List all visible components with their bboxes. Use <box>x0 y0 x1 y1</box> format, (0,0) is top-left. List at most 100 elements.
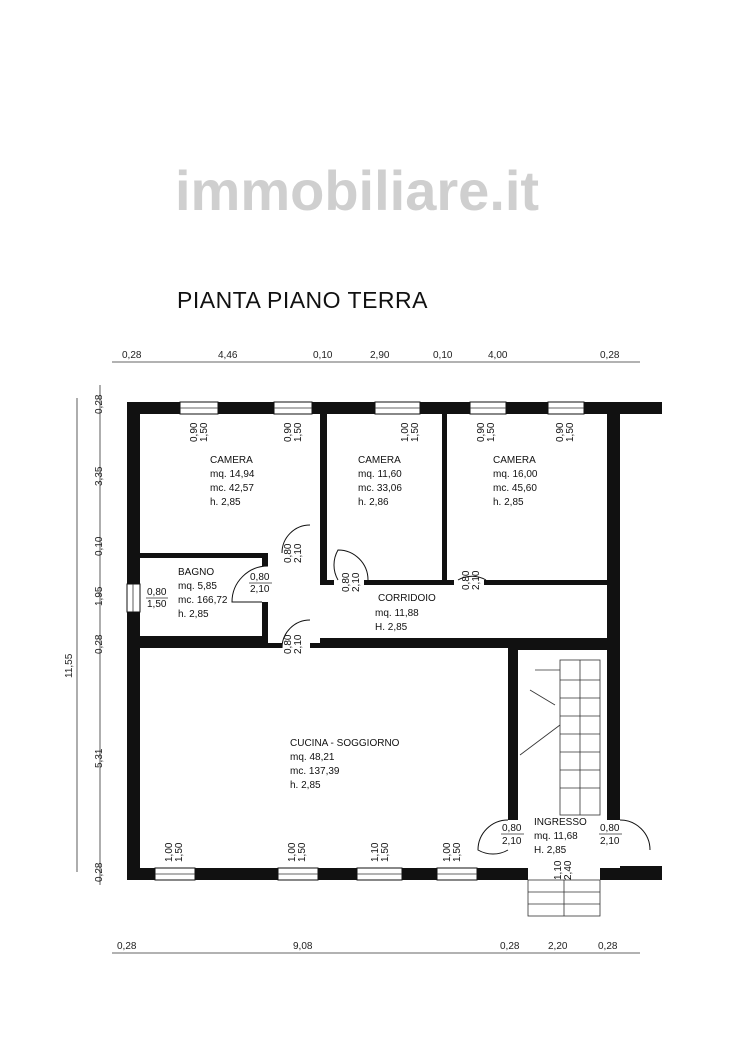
room-area: mq. 11,60 <box>358 469 402 480</box>
door-width: 0,80 <box>502 823 522 834</box>
dimension-label: 0,10 <box>313 350 333 361</box>
door-height: 2,10 <box>600 836 620 847</box>
stair-area <box>518 650 607 820</box>
watermark: immobiliare.it <box>175 159 539 222</box>
window-width: 0,80 <box>147 587 167 598</box>
room-bagno <box>140 558 262 636</box>
window-height: 1,50 <box>293 422 304 442</box>
room-name: CAMERA <box>493 455 536 466</box>
door-height: 2,10 <box>471 570 482 590</box>
room-cucina-soggiorno <box>140 648 508 868</box>
room-labels: CAMERA mq. 14,94 mc. 42,57 h. 2,85 CAMER… <box>178 455 587 856</box>
dimension-label: 0,28 <box>598 941 618 952</box>
door-width: 0,80 <box>461 570 472 590</box>
door-width: 0,80 <box>600 823 620 834</box>
window-height: 1,50 <box>565 422 576 442</box>
door-height: 2,10 <box>293 634 304 654</box>
window-height: 1,50 <box>297 842 308 862</box>
window-lines <box>132 407 584 875</box>
dimension-label: 3,35 <box>94 466 105 486</box>
staircase <box>519 659 601 917</box>
room-height: h. 2,85 <box>493 497 524 508</box>
room-camera-3 <box>447 414 607 580</box>
door-width: 0,80 <box>283 634 294 654</box>
room-camera-2 <box>327 414 442 580</box>
dimension-label: 5,31 <box>94 748 105 768</box>
dimension-label: 0,28 <box>600 350 620 361</box>
dimension-label: 0,28 <box>94 862 105 882</box>
window-height: 1,50 <box>174 842 185 862</box>
dimension-lines: 0,28 4,46 0,10 2,90 0,10 4,00 0,28 0,28 … <box>64 350 640 954</box>
room-name: CUCINA - SOGGIORNO <box>290 738 400 749</box>
window-height: 1,50 <box>452 842 463 862</box>
dimension-label: 0,28 <box>500 941 520 952</box>
room-volume: mc. 42,57 <box>210 483 254 494</box>
door-width: 0,80 <box>250 572 270 583</box>
dimension-label: 4,46 <box>218 350 238 361</box>
dimension-label: 0,10 <box>94 536 105 556</box>
dimension-label: 4,00 <box>488 350 508 361</box>
room-volume: mc. 137,39 <box>290 766 340 777</box>
window-height: 1,50 <box>486 422 497 442</box>
room-right <box>620 414 662 866</box>
room-ingresso <box>508 820 620 868</box>
door-height: 2,10 <box>502 836 522 847</box>
dimension-label: 1,95 <box>94 586 105 606</box>
room-height: H. 2,85 <box>375 622 408 633</box>
room-volume: mc. 33,06 <box>358 483 402 494</box>
room-name: CAMERA <box>210 455 253 466</box>
dimension-total: 11,55 <box>64 653 75 678</box>
room-area: mq. 14,94 <box>210 469 255 480</box>
room-height: h. 2,85 <box>290 780 321 791</box>
room-area: mq. 11,68 <box>534 831 578 842</box>
room-area: mq. 48,21 <box>290 752 335 763</box>
entrance-door-height: 2,40 <box>563 860 574 880</box>
door-height: 2,10 <box>351 572 362 592</box>
walls <box>126 401 662 881</box>
room-name: CAMERA <box>358 455 401 466</box>
window-height: 1,50 <box>199 422 210 442</box>
window-height: 1,50 <box>147 599 167 610</box>
window-width: 0,90 <box>189 422 200 442</box>
dimension-label: 2,20 <box>548 941 568 952</box>
door-width: 0,80 <box>341 572 352 592</box>
door-swings <box>231 524 651 855</box>
room-camera-1 <box>140 414 320 553</box>
window-width: 1,10 <box>370 842 381 862</box>
window-height: 1,50 <box>380 842 391 862</box>
room-name: CORRIDOIO <box>378 593 436 604</box>
dimension-label: 0,28 <box>117 941 137 952</box>
window-width: 0,90 <box>476 422 487 442</box>
room-area: mq. 5,85 <box>178 581 217 592</box>
room-height: h. 2,86 <box>358 497 389 508</box>
entrance-door-width: 1,10 <box>553 860 564 880</box>
door-height: 2,10 <box>293 543 304 563</box>
dimension-label: 0,28 <box>94 394 105 414</box>
dimension-label: 0,28 <box>94 634 105 654</box>
plan-title: PIANTA PIANO TERRA <box>177 287 428 313</box>
window-width: 1,00 <box>164 842 175 862</box>
room-volume: mc. 45,60 <box>493 483 537 494</box>
window-width: 0,90 <box>555 422 566 442</box>
window-width: 1,00 <box>287 842 298 862</box>
room-name: INGRESSO <box>534 817 587 828</box>
dimension-label: 2,90 <box>370 350 390 361</box>
dimension-label: 0,10 <box>433 350 453 361</box>
room-corridoio <box>268 585 607 638</box>
room-area: mq. 11,88 <box>375 608 419 619</box>
room-height: h. 2,85 <box>210 497 241 508</box>
door-height: 2,10 <box>250 584 270 595</box>
room-height: H. 2,85 <box>534 845 567 856</box>
room-volume: mc. 166,72 <box>178 595 228 606</box>
room-height: h. 2,85 <box>178 609 209 620</box>
dimension-label: 9,08 <box>293 941 313 952</box>
door-width: 0,80 <box>283 543 294 563</box>
room-area: mq. 16,00 <box>493 469 538 480</box>
room-name: BAGNO <box>178 567 214 578</box>
window-width: 1,00 <box>400 422 411 442</box>
window-height: 1,50 <box>410 422 421 442</box>
window-width: 0,90 <box>283 422 294 442</box>
window-width: 1,00 <box>442 842 453 862</box>
